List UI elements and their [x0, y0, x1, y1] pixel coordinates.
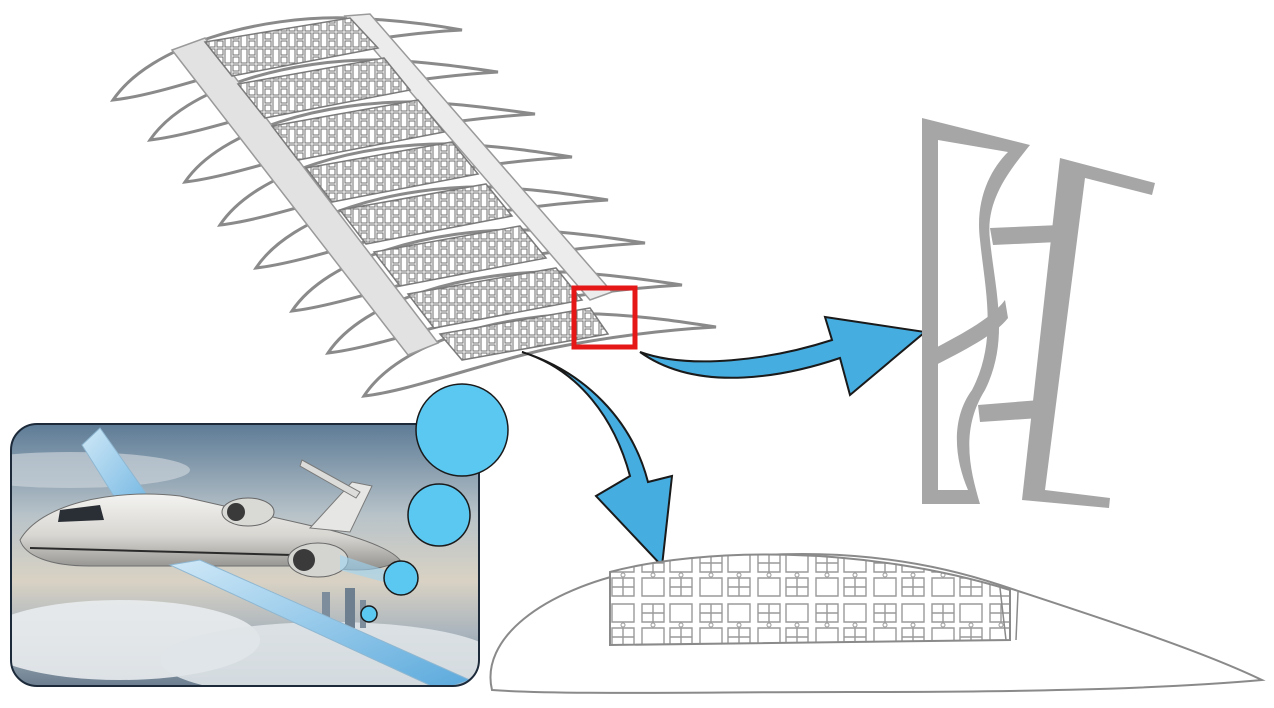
- wing-structure-3d: [109, 13, 717, 398]
- lattice-panels: [203, 17, 610, 361]
- highlight-box: [571, 285, 638, 350]
- bubble-small: [383, 560, 419, 596]
- bubble-tiny: [360, 605, 378, 623]
- bubble-medium: [407, 483, 471, 547]
- bubble-large: [415, 383, 509, 477]
- thought-bubbles: [360, 383, 509, 623]
- front-spar: [170, 37, 440, 356]
- arrow-to-airfoil: [521, 351, 674, 569]
- wing-ribs: [109, 16, 717, 398]
- business-jet-photo: [10, 423, 480, 687]
- trailing-edge-detail: [922, 118, 1155, 508]
- rear-spar: [343, 13, 614, 301]
- airfoil-lattice-section: [489, 553, 1266, 694]
